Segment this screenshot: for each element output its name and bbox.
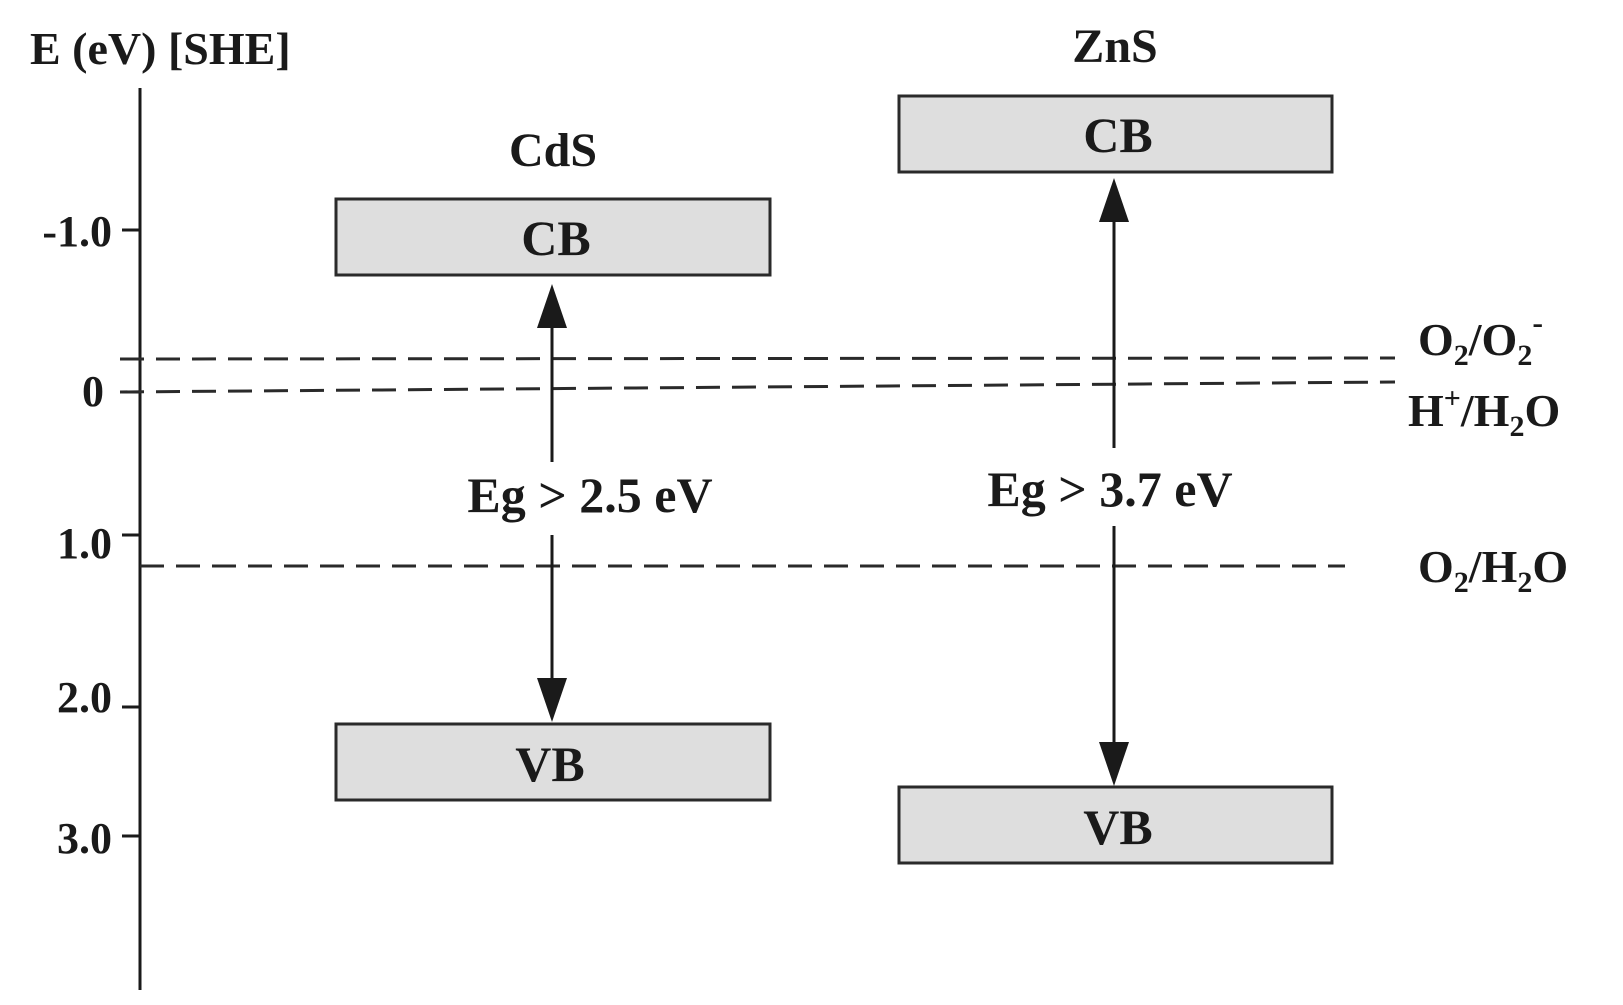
h-water-label: H+/H2O <box>1408 382 1560 443</box>
o2-superoxide-level <box>119 356 1396 361</box>
o2-superoxide-label: O2/O2- <box>1418 304 1543 372</box>
o2-water-label-sub: 2 <box>1454 566 1469 599</box>
h-water-label-part: /H <box>1460 385 1510 436</box>
o2-superoxide-label-part: /O <box>1468 314 1518 365</box>
tick-label: 3.0 <box>57 814 112 863</box>
zns-gap-arrow-up-head <box>1099 178 1129 222</box>
h-water-level <box>119 380 1396 394</box>
axis-ticks: -1.0 0 1.0 2.0 3.0 <box>42 207 140 863</box>
zns-gap-label: Eg > 3.7 eV <box>987 461 1232 517</box>
zns-material-label: ZnS <box>1072 20 1157 73</box>
cds-vb-label: VB <box>515 736 584 792</box>
cds-cb-label: CB <box>521 210 590 266</box>
axis-title: E (eV) [SHE] <box>30 23 291 74</box>
tick-label: 0 <box>82 367 104 416</box>
o2-water-label-sub: 2 <box>1517 566 1532 599</box>
tick-label: 2.0 <box>57 673 112 722</box>
o2-superoxide-label-part: O <box>1418 314 1454 365</box>
h-water-label-sup: + <box>1444 382 1461 415</box>
zns-vb-label: VB <box>1083 799 1152 855</box>
cds-gap-arrow-up-head <box>537 284 567 328</box>
tick-label: 1.0 <box>57 519 112 568</box>
cds-gap-label: Eg > 2.5 eV <box>467 467 712 523</box>
cds-material-label: CdS <box>509 124 597 177</box>
zns-gap-arrow-down-head <box>1099 742 1129 786</box>
o2-water-label: O2/H2O <box>1418 541 1568 599</box>
zns-conduction-band <box>897 94 1334 174</box>
cds-valence-band <box>334 722 772 802</box>
o2-water-label-part: O <box>1418 541 1454 592</box>
zns-cb-label: CB <box>1083 107 1152 163</box>
h-water-label-part: H <box>1408 385 1444 436</box>
zns-band-group: ZnS CB VB Eg > 3.7 eV <box>897 20 1334 865</box>
tick-label: -1.0 <box>42 207 112 256</box>
cds-band-group: CdS CB VB Eg > 2.5 eV <box>334 124 772 802</box>
o2-water-label-part: O <box>1532 541 1568 592</box>
o2-superoxide-label-sub: 2 <box>1517 339 1532 372</box>
h-water-label-sub: 2 <box>1509 410 1524 443</box>
o2-superoxide-label-sup: - <box>1532 304 1543 340</box>
o2-superoxide-label-sub: 2 <box>1454 339 1469 372</box>
cds-gap-arrow-down-head <box>537 678 567 722</box>
o2-water-label-part: /H <box>1468 541 1518 592</box>
zns-valence-band <box>897 785 1334 865</box>
cds-conduction-band <box>334 197 772 277</box>
h-water-label-part: O <box>1524 385 1560 436</box>
